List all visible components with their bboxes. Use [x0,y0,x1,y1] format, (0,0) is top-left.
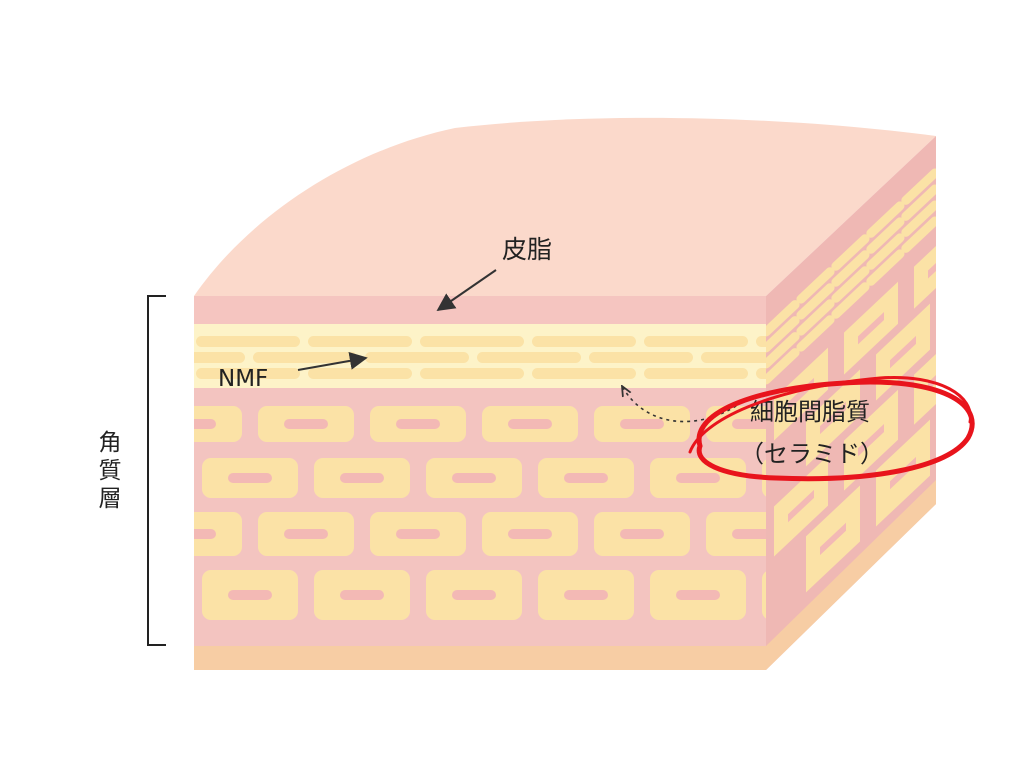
stratum-corneum-char-1: 角 [99,430,122,456]
sebum-arrow [436,269,497,312]
side-cell-slot [820,401,846,435]
cell-slot [228,590,272,600]
cell-slot [340,590,384,600]
cell-slot [116,473,160,483]
corneocyte-grid-side [766,167,936,593]
nmf-label: NMF [218,366,268,392]
side-nmf-bar [766,183,936,353]
side-cell-slot [858,311,884,345]
nmf-bar [589,352,693,363]
nmf-bar [84,368,188,379]
nmf-bar [308,368,412,379]
nmf-bar [420,336,524,347]
cell-slot [508,419,552,429]
cell-slot [194,529,216,539]
cell-slot [732,529,766,539]
side-nmf-bar [766,167,936,337]
cell-slot [194,419,216,429]
skin-top-surface [194,117,936,297]
corneocyte-cell [90,570,186,620]
nmf-bar [701,352,766,363]
corneocyte-cell [762,571,766,619]
nmf-bar [644,336,748,347]
stratum-corneum-char-2: 質 [99,458,122,484]
side-corneocyte-cell [914,215,936,309]
cell-slot [396,529,440,539]
stratum-corneum-bracket [147,295,166,646]
cell-slot [396,419,440,429]
highlight-ring [688,376,975,482]
nmf-bar [196,336,300,347]
cell-slot [452,590,496,600]
side-nmf-bar [766,199,936,369]
cell-slot [284,529,328,539]
side-cell-slot [858,423,884,457]
base-layer-front [194,646,766,670]
nmf-bar [477,352,581,363]
nmf-bar [308,336,412,347]
cell-slot [340,473,384,483]
side-cell-slot [820,522,846,556]
nmf-bar [756,336,766,347]
cell-slot [564,590,608,600]
nmf-bar [532,368,636,379]
nmf-cell-rows [29,336,766,379]
nmf-bar [196,368,300,379]
cell-slot [676,590,720,600]
cell-slot [452,473,496,483]
stratum-corneum-label: 角 質 層 [99,430,122,512]
lipid-dotted-arrow [622,386,743,423]
cell-slot [284,419,328,429]
cell-slot [508,529,552,539]
corneocyte-grid-front [90,406,766,620]
sebum-label: 皮脂 [502,235,552,264]
nmf-bar [532,336,636,347]
base-layer-side [766,480,936,670]
corneocyte-cell [194,512,242,556]
stratum-corneum-char-3: 層 [99,486,122,512]
side-cell-slot [788,489,814,523]
cell-slot [116,590,160,600]
side-cell-slot [890,456,916,490]
side-cell-slot [890,335,916,369]
cell-slot [732,419,766,429]
cell-slot [564,473,608,483]
nmf-bar [253,352,357,363]
nmf-bar [365,352,469,363]
sebum-layer-front [194,296,766,324]
nmf-bar [756,368,766,379]
nmf-bar [194,352,245,363]
corneocyte-cell [194,406,242,442]
side-cell-slot [928,246,936,279]
cell-slot [228,473,272,483]
side-nmf-bar [766,215,936,385]
cell-slot [676,473,720,483]
cell-slot [620,529,664,539]
nmf-arrow [297,351,368,371]
side-corneocyte-cell [914,323,936,425]
nmf-bar [29,352,133,363]
cell-slot [620,419,664,429]
nmf-bar [420,368,524,379]
nmf-bar [644,368,748,379]
intercellular-lipid-label: 細胞間脂質 [750,398,870,426]
nmf-bar [84,336,188,347]
ceramide-label: （セラミド） [740,440,884,468]
